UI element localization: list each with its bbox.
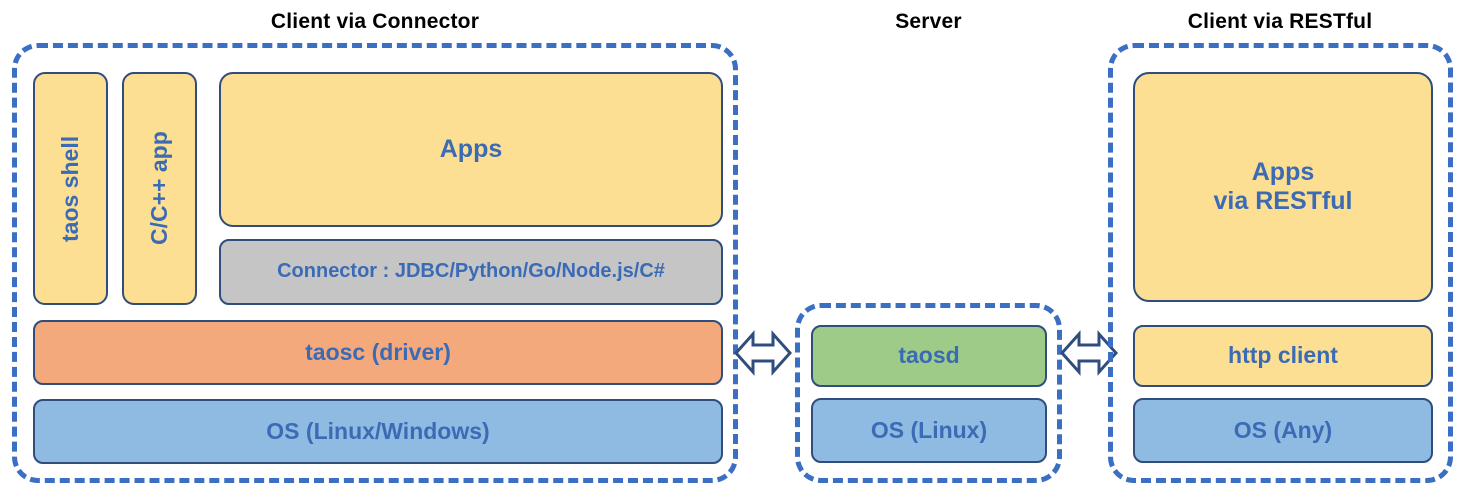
box-apps-connector[interactable]: Apps xyxy=(219,72,723,227)
box-connector-list[interactable]: Connector : JDBC/Python/Go/Node.js/C# xyxy=(219,239,723,305)
arrow-server-to-client-restful xyxy=(1059,327,1119,379)
group-client-via-restful xyxy=(1108,43,1453,483)
box-apps-via-restful[interactable]: Apps via RESTful xyxy=(1133,72,1433,302)
arrow-client-connector-to-server xyxy=(733,327,793,379)
box-apps-via-restful-line2: via RESTful xyxy=(1213,187,1353,215)
box-os-any[interactable]: OS (Any) xyxy=(1133,398,1433,463)
title-client-via-connector: Client via Connector xyxy=(270,10,480,33)
box-apps-via-restful-line1: Apps xyxy=(1251,157,1315,186)
box-taos-shell[interactable]: taos shell xyxy=(33,72,108,305)
title-client-via-restful: Client via RESTful xyxy=(1187,10,1373,33)
box-os-linux-windows[interactable]: OS (Linux/Windows) xyxy=(33,399,723,464)
group-server xyxy=(795,303,1062,483)
box-taosc-driver[interactable]: taosc (driver) xyxy=(33,320,723,385)
box-c-cpp-app[interactable]: C/C++ app xyxy=(122,72,197,305)
group-client-via-connector xyxy=(12,43,738,483)
title-server: Server xyxy=(895,10,962,33)
box-http-client[interactable]: http client xyxy=(1133,325,1433,387)
box-taosd[interactable]: taosd xyxy=(811,325,1047,387)
box-os-linux[interactable]: OS (Linux) xyxy=(811,398,1047,463)
